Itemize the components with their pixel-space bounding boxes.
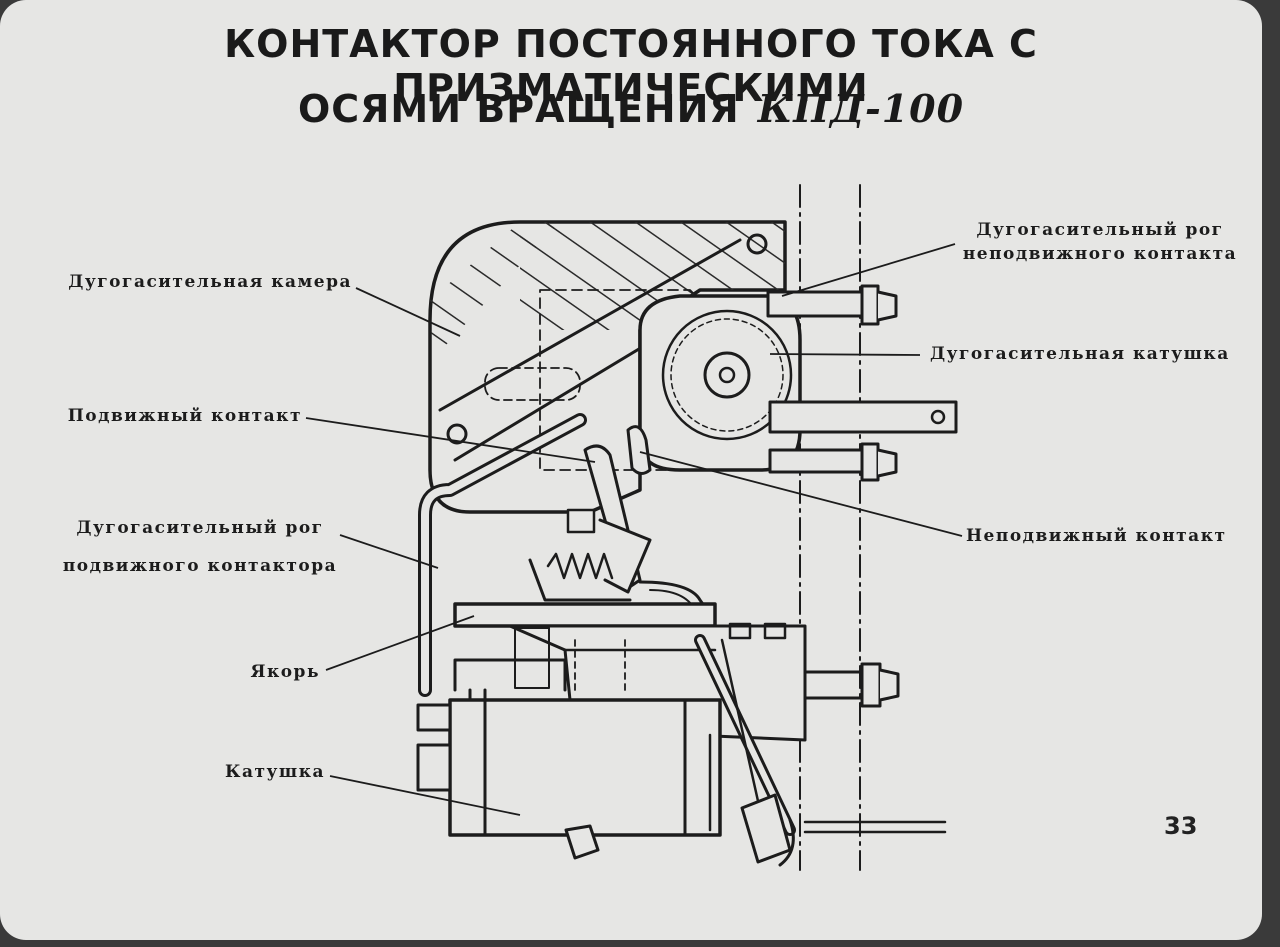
label-moving-horn-1: Дугогасительный рог bbox=[76, 518, 324, 538]
label-armature: Якорь bbox=[250, 662, 320, 682]
label-fixed-contact: Неподвижный контакт bbox=[966, 526, 1227, 546]
slide: КОНТАКТОР ПОСТОЯННОГО ТОКА С ПРИЗМАТИЧЕС… bbox=[0, 0, 1262, 940]
title-line-2-prefix: ОСЯМИ ВРАЩЕНИЯ bbox=[297, 87, 740, 131]
title-line-1: КОНТАКТОР ПОСТОЯННОГО ТОКА С ПРИЗМАТИЧЕС… bbox=[224, 22, 1038, 110]
leader-moving-horn bbox=[339, 534, 439, 569]
label-fixed-horn-2: неподвижного контакта bbox=[962, 244, 1238, 264]
leader-coil bbox=[329, 775, 521, 816]
label-fixed-horn-1: Дугогасительный рог bbox=[976, 220, 1224, 240]
label-moving-horn-2: подвижного контактора bbox=[62, 556, 338, 576]
coil bbox=[448, 698, 722, 837]
label-arc-chute: Дугогасительная камера bbox=[68, 272, 352, 292]
page-number: 33 bbox=[1164, 812, 1198, 840]
leader-fixed-horn bbox=[781, 243, 956, 297]
label-moving-contact: Подвижный контакт bbox=[67, 406, 302, 426]
leader-arc-chute bbox=[355, 287, 461, 337]
leader-moving-contact bbox=[305, 417, 596, 463]
contact-spring bbox=[546, 552, 614, 580]
terminal-bar bbox=[768, 400, 958, 434]
fixed-contact bbox=[626, 425, 652, 475]
arc-chute-bolt-bottom bbox=[446, 423, 468, 445]
armature bbox=[453, 602, 717, 628]
model-name: КПД-100 bbox=[757, 86, 965, 131]
blowout-coil bbox=[661, 309, 793, 441]
arc-chute-bolt-top bbox=[746, 233, 768, 255]
label-coil: Катушка bbox=[225, 762, 325, 782]
blowout-coil-housing bbox=[638, 294, 802, 472]
contactor-diagram bbox=[305, 184, 963, 871]
magnet-yoke bbox=[453, 658, 567, 692]
leader-blowout-coil bbox=[769, 353, 921, 356]
label-blowout-coil: Дугогасительная катушка bbox=[930, 344, 1230, 364]
leader-armature bbox=[325, 615, 475, 671]
title-line-2: ОСЯМИ ВРАЩЕНИЯ КПД-100 bbox=[0, 86, 1262, 131]
leader-fixed-contact bbox=[639, 451, 963, 537]
